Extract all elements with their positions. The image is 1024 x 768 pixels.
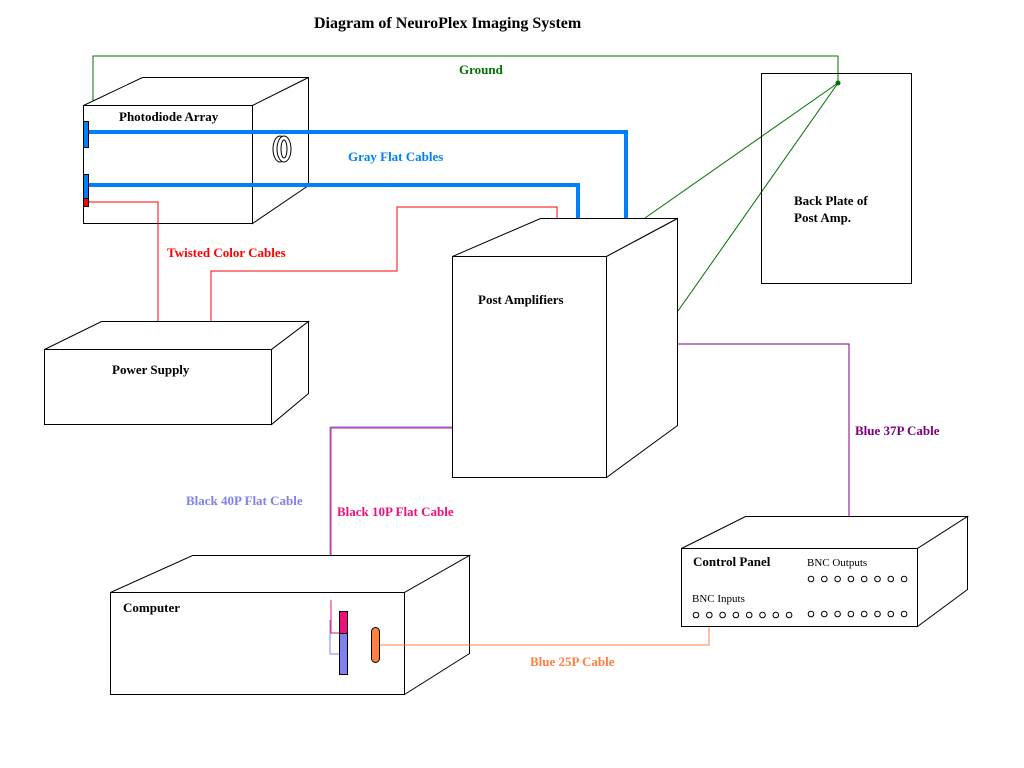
black-10p-cable-end: [330, 600, 339, 634]
back-plate-label-line1: Back Plate of: [794, 193, 868, 208]
bnc-inputs-row: [692, 611, 793, 619]
blue-25p-cable: [380, 626, 710, 646]
black-10p-cable-label: Black 10P Flat Cable: [337, 504, 454, 519]
bnc-input-connector: [706, 611, 713, 619]
diagram-title: Diagram of NeuroPlex Imaging System: [314, 15, 582, 32]
gray-flat-cables-label: Gray Flat Cables: [348, 149, 444, 164]
bnc-output-connector: [887, 575, 895, 583]
bnc-connector: [821, 610, 828, 618]
coil-icon: [272, 135, 292, 163]
bnc-connector: [834, 610, 841, 618]
bnc-input-connector: [759, 611, 766, 619]
computer-40p-connector: [339, 633, 348, 675]
bnc-connector: [887, 610, 895, 618]
ground-label: Ground: [459, 62, 503, 77]
bnc-connector: [900, 610, 908, 618]
bnc-output-connector: [874, 575, 881, 583]
bnc-input-connector: [772, 611, 780, 619]
bnc-input-connector: [732, 611, 740, 619]
bnc-output-connector: [847, 575, 855, 583]
back-plate-label-line2: Post Amp.: [794, 210, 852, 225]
twisted-cable-power-postamp: [210, 206, 558, 321]
gray-flat-cable-1: [87, 130, 628, 218]
post-amplifiers-label: Post Amplifiers: [478, 292, 564, 307]
black-40p-cable-end: [329, 620, 339, 655]
bnc-output-connector: [860, 575, 868, 583]
bnc-inputs-label: BNC Inputs: [692, 593, 745, 605]
power-supply-label: Power Supply: [112, 362, 190, 377]
bnc-connector: [874, 610, 881, 618]
computer-label: Computer: [123, 600, 181, 615]
blue-25p-cable-label: Blue 25P Cable: [530, 654, 615, 669]
bnc-input-connector: [745, 611, 753, 619]
black-40p-cable-label: Black 40P Flat Cable: [186, 493, 303, 508]
computer-25p-connector: [371, 627, 380, 663]
bnc-outputs-label: BNC Outputs: [807, 557, 868, 569]
back-plate-box: [761, 73, 912, 284]
ground-node: [835, 80, 841, 86]
computer-10p-connector: [339, 611, 348, 634]
control-panel-label: Control Panel: [693, 554, 771, 569]
bnc-input-connector: [785, 611, 793, 619]
twisted-cable-photodiode-power: [87, 201, 159, 321]
bnc-input-connector: [692, 611, 700, 619]
ground-wire-to-postamp-side: [677, 82, 839, 312]
bnc-connector: [860, 610, 868, 618]
bnc-output-connector: [900, 575, 908, 583]
blue-37p-cable-label: Blue 37P Cable: [855, 423, 940, 438]
control-panel-box: [681, 515, 970, 628]
bnc-extra-row: [807, 610, 908, 618]
bnc-output-connector: [807, 575, 815, 583]
bnc-output-connector: [834, 575, 841, 583]
photodiode-array-label: Photodiode Array: [119, 109, 219, 124]
bnc-input-connector: [719, 611, 726, 619]
ground-wire-to-postamp-top: [644, 82, 839, 219]
power-supply-box: [44, 320, 310, 426]
photodiode-connector-2: [83, 174, 89, 199]
bnc-output-connector: [821, 575, 828, 583]
post-amplifiers-box: [452, 217, 678, 479]
photodiode-connector-1: [83, 121, 89, 148]
bnc-connector: [847, 610, 855, 618]
gray-flat-cable-2: [87, 183, 580, 218]
computer-box: [110, 554, 472, 696]
twisted-color-cables-label: Twisted Color Cables: [167, 245, 286, 260]
blue-37p-cable: [678, 343, 850, 516]
ground-wire: [92, 55, 839, 102]
bnc-outputs-row: [807, 575, 908, 583]
photodiode-power-connector: [83, 198, 89, 207]
bnc-connector: [807, 610, 815, 618]
